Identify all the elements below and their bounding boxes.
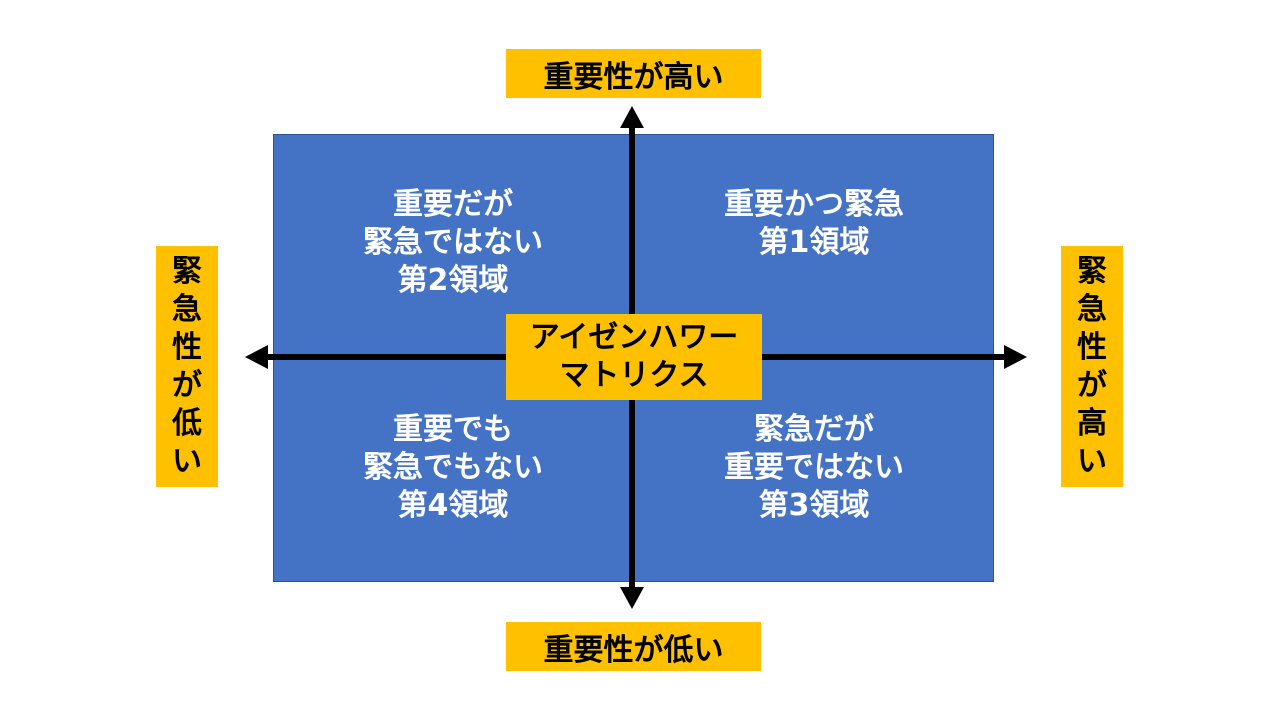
low-importance-label: 重要性が低い <box>506 622 761 671</box>
high-urgency-char-6: い <box>1077 443 1107 479</box>
high-urgency-char-2: 急 <box>1077 291 1107 327</box>
quadrant-3-urgent-not-important: 緊急だが 重要ではない 第3領域 <box>634 411 994 525</box>
quadrant-1-important-urgent: 重要かつ緊急 第1領域 <box>634 186 994 262</box>
matrix-title: アイゼンハワー マトリクス <box>506 314 762 400</box>
down-arrow-head <box>620 587 644 609</box>
quadrant-4-not-important-not-urgent: 重要でも 緊急でもない 第4領域 <box>274 411 632 525</box>
quadrant-2-line-3: 第2領域 <box>397 263 509 298</box>
low-urgency-char-6: い <box>172 443 202 479</box>
up-arrow-head <box>620 106 644 128</box>
high-urgency-char-1: 緊 <box>1077 253 1107 289</box>
quadrant-4-line-2: 緊急でもない <box>363 450 543 485</box>
low-urgency-char-1: 緊 <box>172 253 202 289</box>
low-urgency-char-3: 性 <box>172 329 202 365</box>
low-urgency-char-2: 急 <box>172 291 202 327</box>
low-urgency-char-4: が <box>172 367 202 403</box>
quadrant-2-important-not-urgent: 重要だが 緊急ではない 第2領域 <box>274 186 632 300</box>
left-arrow-head <box>245 345 268 369</box>
low-urgency-label: 緊 急 性 が 低 い <box>156 246 218 487</box>
matrix-title-line-2: マトリクス <box>559 358 709 393</box>
matrix-title-line-1: アイゼンハワー <box>529 320 739 355</box>
quadrant-4-line-3: 第4領域 <box>397 488 509 523</box>
quadrant-1-line-2: 第1領域 <box>758 225 870 260</box>
quadrant-3-line-1: 緊急だが <box>754 412 874 447</box>
quadrant-3-line-2: 重要ではない <box>724 450 904 485</box>
quadrant-3-line-3: 第3領域 <box>758 488 870 523</box>
high-urgency-char-3: 性 <box>1077 329 1107 365</box>
quadrant-2-line-1: 重要だが <box>393 187 513 222</box>
low-urgency-char-5: 低 <box>172 405 202 441</box>
high-importance-label: 重要性が高い <box>506 49 761 98</box>
high-urgency-char-5: 高 <box>1077 405 1107 441</box>
quadrant-4-line-1: 重要でも <box>393 412 513 447</box>
quadrant-2-line-2: 緊急ではない <box>363 225 543 260</box>
quadrant-1-line-1: 重要かつ緊急 <box>724 187 904 222</box>
high-urgency-label: 緊 急 性 が 高 い <box>1061 246 1123 487</box>
high-urgency-char-4: が <box>1077 367 1107 403</box>
right-arrow-head <box>1004 345 1027 369</box>
